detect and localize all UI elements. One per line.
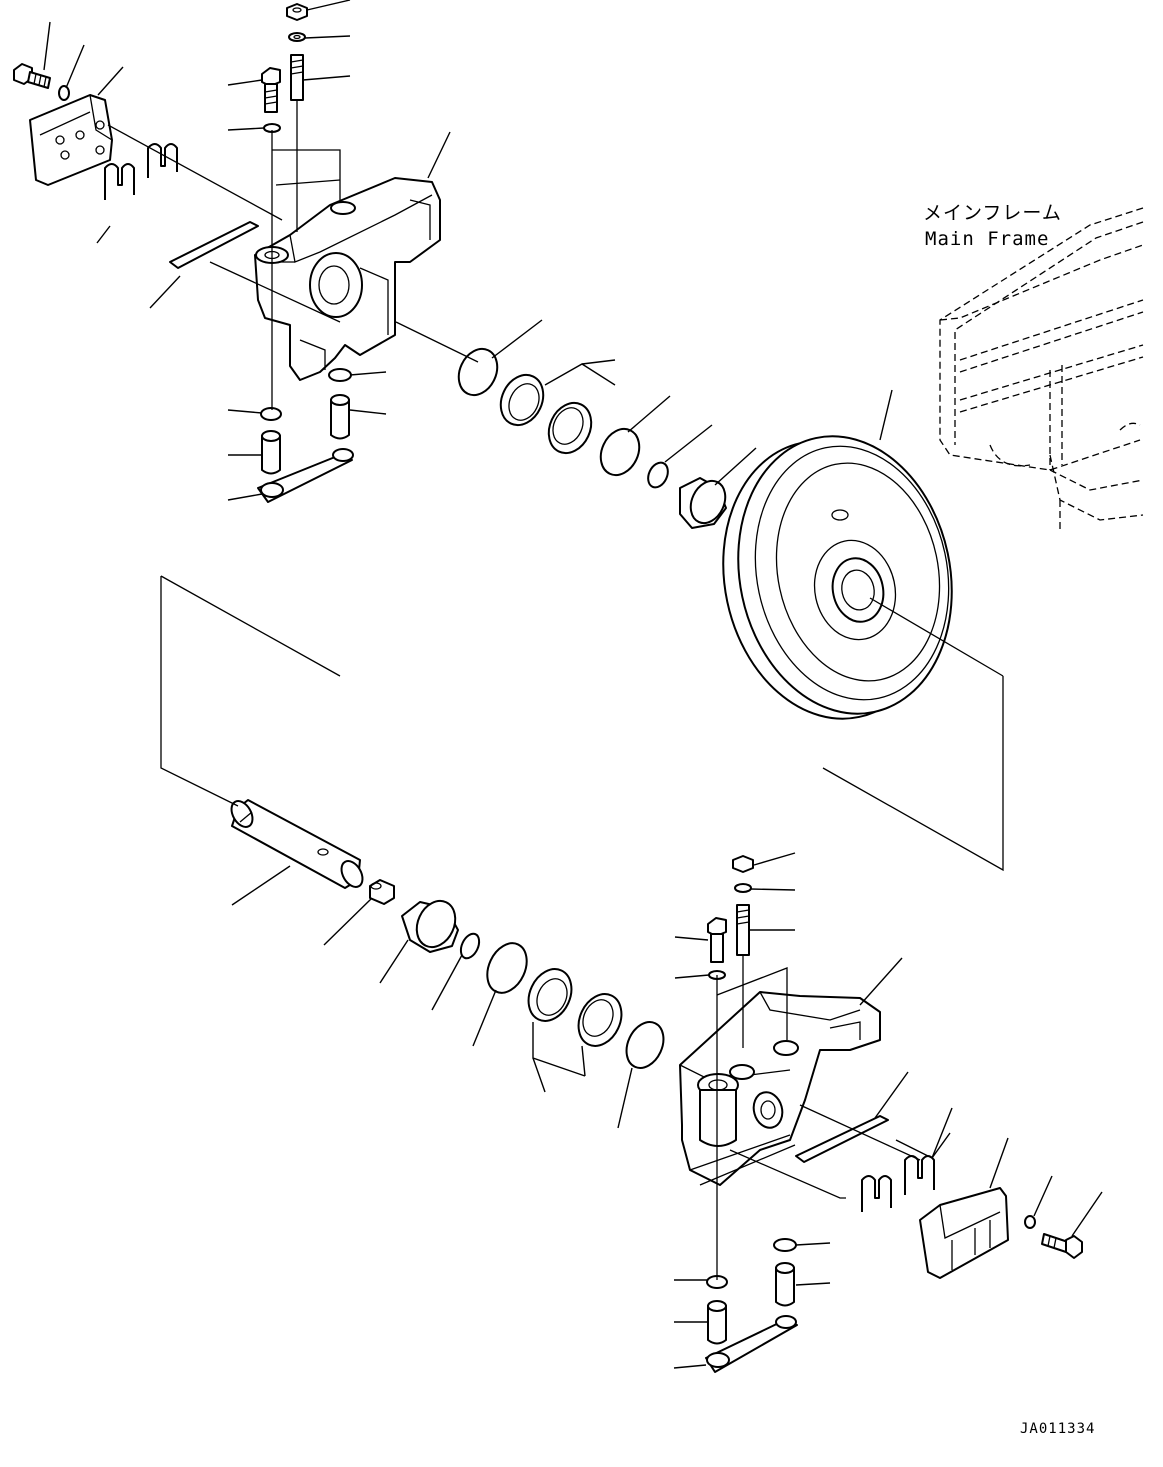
leader-lines [43, 0, 1103, 1369]
shaft-plug-bolt [369, 879, 395, 905]
lower-guard-plate [919, 1187, 1009, 1279]
upper-yoke-bracket [254, 177, 441, 381]
lower-shims [861, 1155, 935, 1212]
assembly-lines [107, 100, 1004, 1280]
upper-bolt [13, 63, 51, 89]
main-frame-label-jp: メインフレーム [923, 202, 1062, 224]
lower-bottom-hardware [705, 1238, 798, 1373]
upper-guard-plate [29, 94, 113, 186]
lower-washer-right [1024, 1215, 1036, 1229]
idler-shaft [230, 799, 364, 889]
lower-top-hardware [707, 855, 754, 980]
lower-bolt [1041, 1233, 1083, 1259]
upper-top-hardware [261, 3, 308, 133]
main-frame-label-en: Main Frame [925, 228, 1050, 250]
main-frame [939, 207, 1144, 530]
upper-washer-left [58, 85, 70, 101]
upper-bottom-hardware [257, 368, 354, 503]
lower-yoke-bracket [679, 991, 881, 1186]
upper-wear-strip [169, 221, 259, 269]
lower-seal-set [401, 899, 665, 1069]
upper-seal-set [457, 347, 727, 529]
idler-wheel [722, 435, 953, 720]
drawing-code: JA011334 [1020, 1421, 1096, 1437]
upper-shims [104, 143, 178, 200]
